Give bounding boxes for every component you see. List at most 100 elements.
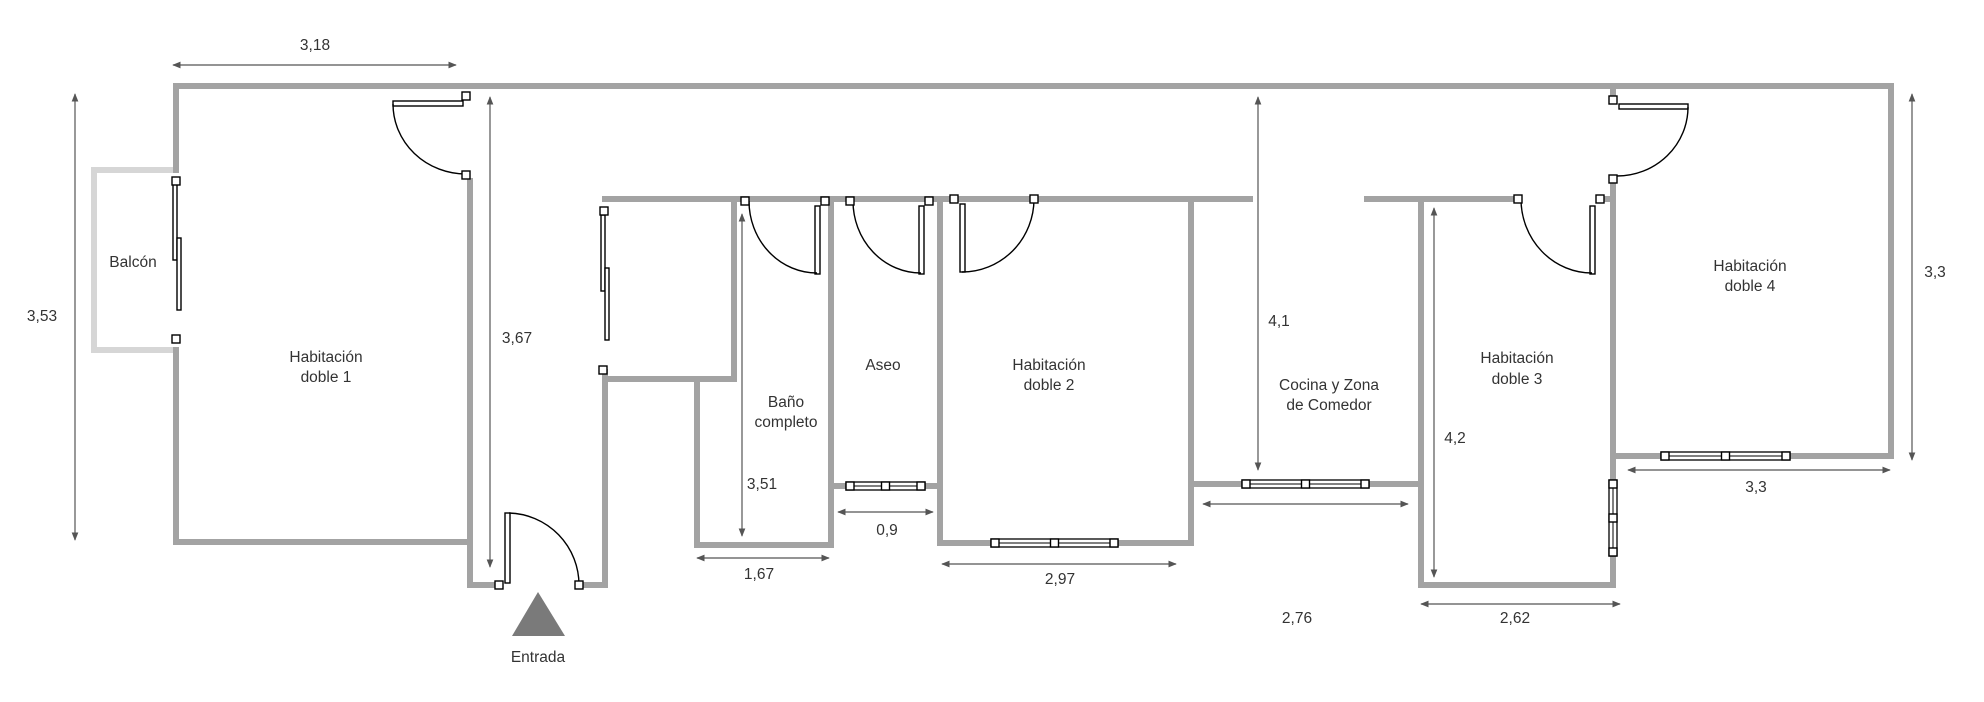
door-jamb-square (171, 334, 181, 344)
door-swing-arc (508, 512, 580, 586)
window-square (1360, 479, 1370, 489)
window-square (916, 481, 926, 491)
dim-label-hab3-width: 2,62 (1500, 610, 1530, 627)
door-leaf (918, 205, 925, 275)
door-jamb-square (171, 176, 181, 186)
dim-label-hall-height: 3,67 (502, 330, 532, 347)
door-leaf (504, 512, 511, 584)
door-jamb-square (599, 206, 609, 216)
dim-label-cocina-width: 2,76 (1282, 610, 1312, 627)
door-swing-arc (392, 103, 467, 175)
window-aseo (845, 481, 926, 491)
room-hab3-line1: Habitación (1480, 350, 1553, 367)
window-square (880, 481, 891, 491)
window-square (1608, 513, 1618, 523)
door-leaf (1589, 205, 1596, 275)
bano-wall (694, 196, 834, 548)
door-aseo (845, 196, 934, 275)
walls (91, 83, 1894, 588)
door-hab2 (949, 194, 1039, 273)
sliding-leaf (176, 237, 182, 311)
dim-label-hab2-width: 2,97 (1045, 571, 1075, 588)
door-leaf (814, 205, 821, 275)
window-hab3 (1608, 479, 1618, 557)
dim-label-hab1-height: 3,53 (27, 308, 57, 325)
window-square (1660, 451, 1670, 461)
balcony-outline (91, 167, 176, 353)
room-hab1-line1: Habitación (289, 349, 362, 366)
door-jamb-square (740, 196, 750, 206)
window-hab2 (990, 538, 1119, 548)
window-cocina (1241, 479, 1370, 489)
window-square (1241, 479, 1251, 489)
window-square (1608, 547, 1618, 557)
door-jamb-square (461, 91, 471, 101)
dim-label-aseo-width: 0,9 (876, 522, 898, 539)
door-closet (598, 206, 610, 375)
door-bano (740, 196, 830, 275)
door-jamb-square (924, 196, 934, 206)
door-leaf (1618, 103, 1689, 110)
door-hab3 (1513, 194, 1605, 275)
room-hab2-line1: Habitación (1012, 357, 1085, 374)
dimension-labels: 3,18 3,53 3,67 3,51 1,67 0,9 2,97 4,1 2,… (27, 37, 1946, 627)
door-entrance (494, 512, 584, 590)
dim-label-bano-width: 1,67 (744, 566, 774, 583)
dimension-lines (71, 61, 1916, 608)
room-cocina-line2: de Comedor (1286, 397, 1371, 414)
door-jamb-square (1595, 194, 1605, 204)
door-swing-arc (961, 198, 1035, 273)
door-jamb-square (1513, 194, 1523, 204)
window-square (1608, 479, 1618, 489)
room-hab1-line2: doble 1 (301, 369, 352, 386)
door-jamb-square (598, 365, 608, 375)
door-balcony (171, 176, 182, 344)
room-hab2-line2: doble 2 (1024, 377, 1075, 394)
room-labels: Balcón Habitación doble 1 Baño completo … (109, 254, 1786, 431)
hab3-wall (1364, 83, 1616, 588)
room-aseo: Aseo (865, 357, 900, 374)
window-square (1781, 451, 1791, 461)
room-hab4-line2: doble 4 (1725, 278, 1776, 295)
dim-label-hab4-width: 3,3 (1745, 479, 1767, 496)
room-balcon: Balcón (109, 254, 156, 271)
door-leaf (392, 100, 464, 107)
dim-label-cocina-height: 4,1 (1268, 313, 1290, 330)
dim-label-hab4-height: 3,3 (1924, 264, 1946, 281)
window-hab4 (1660, 451, 1791, 461)
window-square (1049, 538, 1060, 548)
door-jamb-square (1608, 174, 1618, 184)
room-bano-line1: Baño (768, 394, 804, 411)
door-jamb-square (949, 194, 959, 204)
closet-wall (602, 196, 1253, 382)
window-square (1300, 479, 1311, 489)
doors-and-windows (171, 91, 1791, 590)
room-cocina-line1: Cocina y Zona (1279, 377, 1379, 394)
dim-label-bano-height: 3,51 (747, 476, 777, 493)
room-hab4-line1: Habitación (1713, 258, 1786, 275)
door-swing-arc (852, 200, 922, 274)
door-jamb-square (820, 196, 830, 206)
hall-wall (467, 369, 608, 588)
door-leaf (959, 203, 966, 273)
entrance-arrow-icon (512, 592, 565, 636)
room-bano-line2: completo (755, 414, 818, 431)
door-swing-arc (748, 200, 818, 274)
room-hab3-line2: doble 3 (1492, 371, 1543, 388)
sliding-leaf (604, 267, 610, 341)
dim-label-hab1-width: 3,18 (300, 37, 330, 54)
window-square (990, 538, 1000, 548)
door-hab4 (1608, 95, 1689, 184)
window-square (1109, 538, 1119, 548)
door-jamb-square (845, 196, 855, 206)
door-jamb-square (1029, 194, 1039, 204)
door-jamb-square (574, 580, 584, 590)
dim-label-hab3-height: 4,2 (1444, 430, 1466, 447)
door-swing-arc (1520, 198, 1593, 274)
outer-wall (173, 83, 1894, 459)
hab1-wall (173, 178, 473, 545)
window-square (1720, 451, 1731, 461)
window-square (845, 481, 855, 491)
entrance-label: Entrada (511, 649, 566, 666)
